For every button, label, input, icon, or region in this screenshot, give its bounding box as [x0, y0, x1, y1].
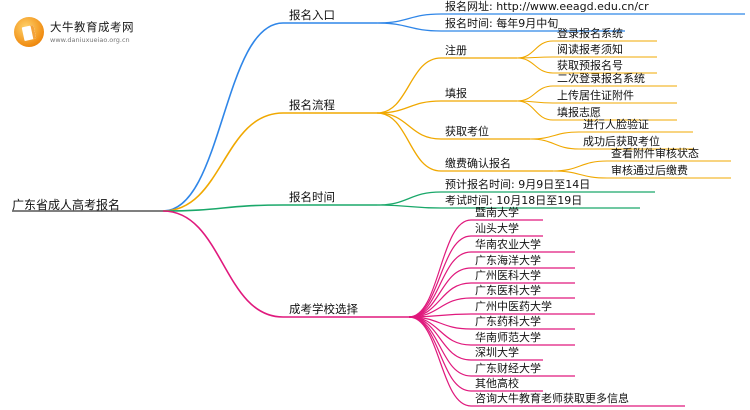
school-item-6: 广州中医药大学 [475, 300, 552, 313]
branch-label-1: 报名流程 [289, 98, 335, 112]
step-label-2-1: 成功后获取考位 [583, 135, 660, 148]
sub-link-1-3 [376, 112, 442, 172]
step-label-0-1: 阅读报考须知 [557, 43, 623, 56]
school-link-0 [408, 219, 472, 318]
sub-link-1-0 [376, 57, 442, 114]
step-label-2-0: 进行人脸验证 [583, 118, 649, 131]
step-label-1-0: 二次登录报名系统 [557, 72, 645, 85]
branch-link-1 [162, 112, 284, 212]
school-item-5: 广东医科大学 [475, 284, 541, 297]
sub-link-1-1 [376, 100, 442, 114]
school-item-8: 华南师范大学 [475, 331, 541, 344]
step-label-1-2: 填报志愿 [557, 106, 601, 119]
step-link-3-1 [552, 170, 608, 179]
sub-link-0-0 [376, 13, 442, 24]
sub-label-1-2: 获取考位 [445, 125, 489, 138]
sub-link-1-2 [376, 112, 442, 140]
school-item-7: 广东药科大学 [475, 315, 541, 328]
sub-label-0-1: 报名时间: 每年9月中旬 [445, 17, 559, 30]
step-label-1-1: 上传居住证附件 [557, 89, 634, 102]
school-item-12: 咨询大牛教育老师获取更多信息 [475, 392, 629, 405]
logo-url: www.daniuxueiao.org.cn [50, 36, 130, 44]
step-link-2-1 [529, 138, 580, 150]
school-item-1: 汕头大学 [475, 222, 519, 235]
sub-label-1-0: 注册 [445, 44, 467, 57]
step-label-0-2: 获取预报名号 [557, 59, 623, 72]
sub-label-1-3: 缴费确认报名 [445, 157, 511, 170]
logo-badge-icon [14, 17, 44, 47]
branch-label-2: 报名时间 [289, 190, 335, 204]
school-link-2 [408, 251, 472, 318]
school-item-2: 华南农业大学 [475, 238, 541, 251]
sub-link-2-1 [376, 204, 442, 209]
school-link-10 [408, 316, 472, 377]
school-item-4: 广州医科大学 [475, 269, 541, 282]
step-label-3-1: 审核通过后缴费 [611, 164, 688, 177]
sub-label-2-1: 考试时间: 10月18日至19日 [445, 194, 583, 207]
school-item-0: 暨南大学 [475, 206, 519, 219]
branch-link-0 [162, 22, 284, 212]
step-label-0-0: 登录报名系统 [557, 27, 623, 40]
school-link-1 [408, 235, 472, 318]
school-item-9: 深圳大学 [475, 346, 519, 359]
step-link-1-2 [516, 100, 554, 121]
school-item-11: 其他高校 [475, 377, 519, 390]
branch-link-2 [162, 204, 284, 212]
step-link-2-0 [529, 131, 580, 140]
school-item-3: 广东海洋大学 [475, 254, 541, 267]
sub-label-1-1: 填报 [445, 87, 467, 100]
site-logo: 大牛教育成考网 www.daniuxueiao.org.cn [14, 16, 159, 56]
logo-title: 大牛教育成考网 [50, 20, 134, 34]
sub-label-2-0: 预计报名时间: 9月9日至14日 [445, 178, 591, 191]
step-link-1-0 [516, 85, 554, 102]
branch-label-3: 成考学校选择 [289, 302, 358, 316]
school-item-10: 广东财经大学 [475, 362, 541, 375]
school-link-4 [408, 282, 472, 318]
sub-label-0-0: 报名网址: http://www.eeagd.edu.cn/cr [445, 0, 649, 13]
step-link-3-0 [552, 160, 608, 172]
step-link-0-2 [516, 57, 554, 74]
sub-link-2-0 [376, 191, 442, 206]
school-link-8 [408, 316, 472, 346]
branch-link-3 [162, 210, 284, 318]
root-node-label: 广东省成人高考报名 [12, 198, 121, 212]
step-label-3-0: 查看附件审核状态 [611, 147, 699, 160]
sub-link-0-1 [376, 22, 442, 32]
branch-label-0: 报名入口 [289, 8, 335, 22]
step-link-0-0 [516, 40, 554, 59]
school-link-12 [408, 316, 472, 407]
